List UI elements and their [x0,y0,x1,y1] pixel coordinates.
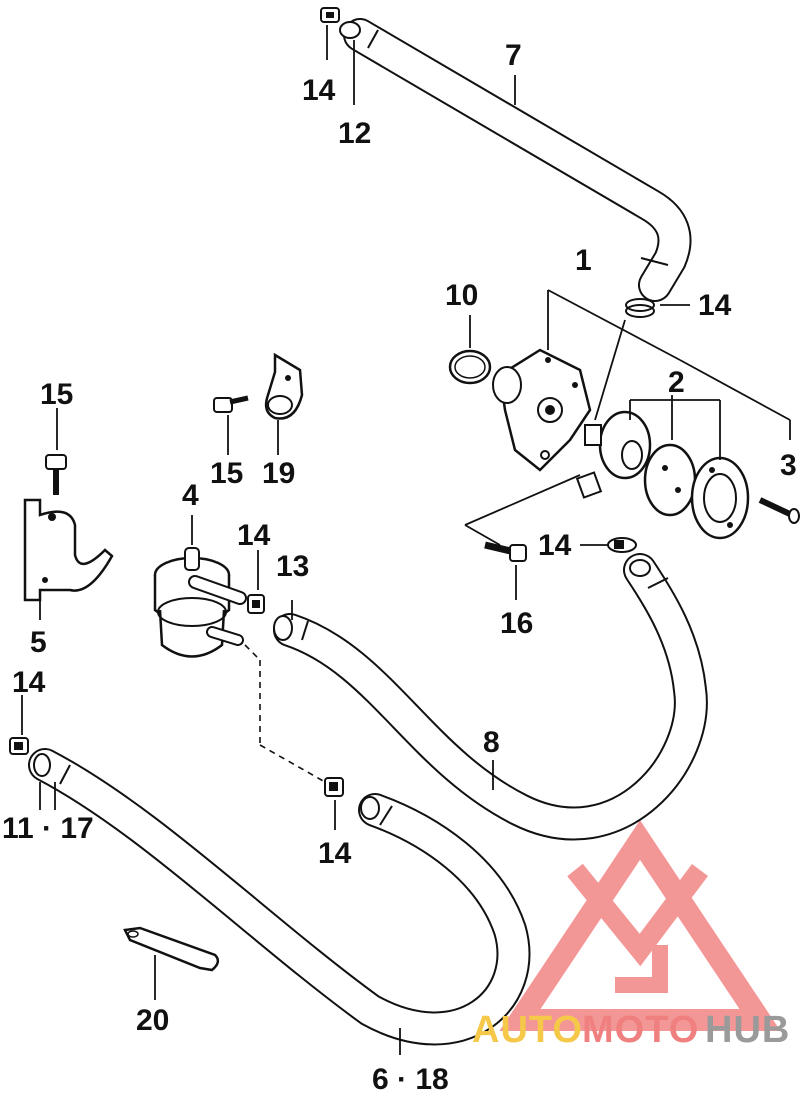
label-2: 2 [668,366,685,399]
label-15-left: 15 [40,378,73,411]
hose-6-18 [28,748,531,1046]
o-ring-10 [448,349,492,385]
label-14-filter: 14 [237,519,271,552]
label-14-bottom: 14 [318,837,352,870]
label-20: 20 [136,1004,169,1037]
label-1: 1 [575,244,592,277]
hose-clamp-icon [247,594,265,614]
label-13: 13 [276,550,309,583]
bolt-15-icon [213,395,249,413]
label-19: 19 [262,457,295,490]
fuel-pump-body [492,348,592,472]
pump-cover [690,456,750,540]
label-16: 16 [500,607,533,640]
fuel-filter-4 [153,547,247,658]
watermark-hub: HUB [705,1009,790,1051]
hose-7 [339,18,692,302]
label-14-top: 14 [302,74,336,107]
hose-clamp-icon [607,537,637,553]
watermark-text: AUTO MOTO HUB [472,1009,790,1051]
label-15-mid: 15 [210,457,243,490]
label-14-pump: 14 [698,289,732,322]
hose-8 [273,553,708,841]
label-8: 8 [483,726,500,759]
hose-clamp-icon [320,7,340,23]
watermark-auto: AUTO [472,1009,583,1051]
label-11-17: 11 · 17 [2,812,94,845]
hose-clamp-icon [9,737,29,755]
label-14-right: 14 [538,529,572,562]
strap-20 [123,926,220,972]
watermark-logo-icon [499,820,781,1031]
bracket-5 [23,498,114,602]
clip-19 [264,352,304,420]
hose-clamp-icon [324,777,344,797]
screw-3-icon [758,497,800,524]
watermark-moto: MOTO [582,1009,699,1051]
dashed-link [244,644,326,783]
bolt-15-icon [45,454,67,495]
label-7: 7 [505,39,522,72]
pump-valve-plate [575,410,652,499]
label-6-18: 6 · 18 [372,1063,449,1093]
label-4: 4 [182,479,199,512]
hose-clamp-icon [625,298,655,318]
leader-lines [21,25,791,1055]
label-10: 10 [445,279,478,312]
label-14-left: 14 [12,666,46,699]
bolt-16-icon [484,541,527,562]
label-5: 5 [30,626,47,659]
o-ring-10-inner [454,355,486,379]
label-12: 12 [338,117,371,150]
label-3: 3 [780,449,797,482]
diaphragm-2 [643,443,697,517]
